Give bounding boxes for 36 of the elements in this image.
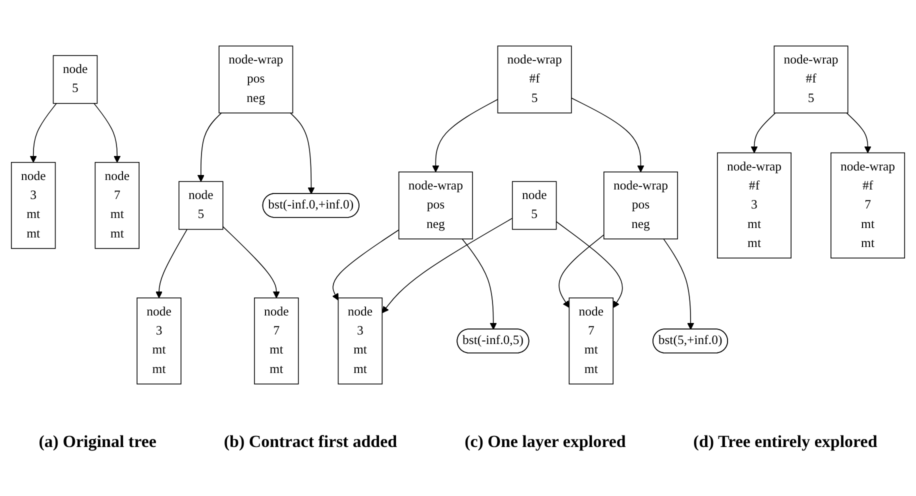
node-box: node 7 mt mt	[568, 298, 614, 384]
node-box: node 5	[52, 55, 98, 104]
node-box: node 5	[178, 181, 224, 230]
node-box: node 3 mt mt	[338, 298, 383, 384]
node-box: node-wrap #f 5	[497, 46, 572, 114]
panel-caption: (a) Original tree	[38, 432, 156, 452]
arrow	[332, 229, 400, 300]
arrow	[94, 103, 121, 163]
arrow	[462, 238, 497, 330]
arrow	[571, 98, 644, 172]
node-box: node-wrap #f 3 mt mt	[717, 152, 792, 258]
node-box: node 3 mt mt	[10, 162, 56, 249]
node-box: node-wrap pos neg	[218, 46, 294, 114]
arrow	[222, 226, 280, 298]
arrow	[382, 218, 513, 314]
arrow	[556, 221, 623, 308]
arrow	[290, 112, 315, 194]
arrow	[846, 112, 872, 154]
node-box: node-wrap pos neg	[398, 172, 473, 240]
panel-caption: (d) Tree entirely explored	[693, 432, 878, 452]
arrow	[663, 238, 694, 330]
node-box: node 7 mt mt	[94, 162, 140, 249]
arrow	[432, 98, 498, 172]
node-box: node 7 mt mt	[254, 298, 299, 384]
arrow	[30, 103, 57, 163]
node-box: node 3 mt mt	[136, 298, 182, 384]
arrow	[558, 234, 604, 308]
panel-caption: (b) Contract first added	[224, 432, 398, 452]
node-box: node 5	[512, 181, 557, 230]
arrow	[750, 112, 776, 154]
arrow	[156, 228, 188, 298]
node-box: node-wrap #f 7 mt mt	[830, 152, 906, 258]
node-box: node-wrap #f 5	[774, 46, 848, 114]
arrow	[197, 112, 222, 182]
node-box: node-wrap pos neg	[603, 172, 678, 240]
panel-caption: (c) One layer explored	[464, 432, 626, 452]
